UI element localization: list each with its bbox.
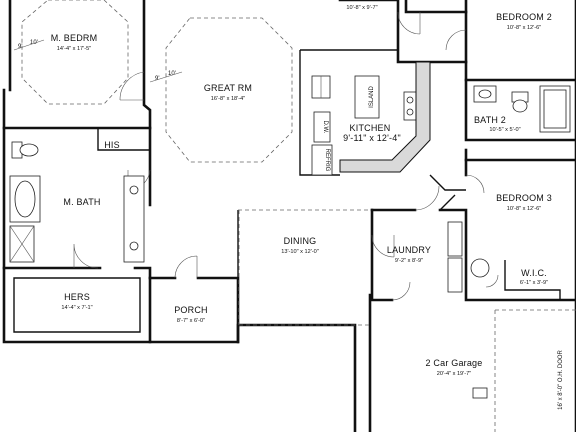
porch-label: PORCH (174, 305, 208, 315)
porch-dims: 8'-7" x 6'-0" (177, 318, 205, 324)
island-label: ISLAND (369, 86, 375, 108)
great-room-dims: 16'-8" x 18'-4" (211, 96, 245, 102)
ceiling-10-label: 10' (30, 40, 38, 46)
ceiling-9-label: 9' (18, 44, 22, 50)
refrigerator (311, 144, 333, 176)
garage-label: 2 Car Garage (426, 358, 483, 368)
laundry-label: LAUNDRY (387, 245, 431, 255)
bedroom-3-dims: 10'-8" x 12'-6" (507, 206, 541, 212)
bath-2-label: BATH 2 (474, 115, 506, 125)
bedroom-3-label: BEDROOM 3 (496, 193, 552, 203)
bedroom-2-dims: 10'-8" x 12'-6" (507, 25, 541, 31)
top-room-dims: 10'-8" x 9'-7" (346, 5, 377, 11)
wic-dims: 6'-1" x 3'-9" (520, 280, 548, 286)
bedroom-2-label: BEDROOM 2 (496, 12, 552, 22)
dining-dims: 13'-10" x 12'-0" (281, 249, 319, 255)
island (354, 75, 380, 119)
washer-icon (447, 221, 463, 257)
fixtures (9, 61, 576, 432)
garage-door-label: 16' x 8'-0" O.H. DOOR (558, 349, 564, 409)
door-swings (73, 11, 499, 301)
dining-label: DINING (284, 236, 317, 246)
hers-closet-dims: 14'-4" x 7'-1" (61, 305, 92, 311)
kitchen-label: KITCHEN (350, 123, 391, 133)
water-heater-icon (470, 258, 490, 278)
dishwasher-label: D.W. (322, 121, 328, 134)
bath-2-dims: 10'-5" x 5'-0" (489, 127, 520, 133)
laundry-dims: 9'-2" x 8'-9" (395, 258, 423, 264)
kitchen-dims: 9'-11" x 12'-4" (343, 133, 401, 143)
garage-door-annotation: 16' x 8'-0" O.H. DOOR (558, 349, 564, 409)
great-room-label: GREAT RM (204, 83, 252, 93)
his-closet-label: HIS (104, 140, 120, 150)
master-bedroom-label: M. BEDRM (51, 33, 98, 43)
room-labels: M. BEDRM 14'-4" x 17'-5" GREAT RM 16'-8"… (51, 5, 552, 377)
wic-label: W.I.C. (521, 268, 547, 278)
sink-icon (129, 185, 139, 195)
sink-icon (129, 241, 139, 251)
hers-closet-label: HERS (64, 292, 90, 302)
ceiling-10-label: 10' (168, 71, 176, 77)
garage-dims: 20'-4" x 19'-7" (437, 371, 471, 377)
refrigerator-label: REFRIG (324, 149, 330, 172)
dishwasher (313, 111, 331, 143)
master-bedroom-dims: 14'-4" x 17'-5" (57, 46, 91, 52)
vanity-icon (123, 175, 145, 263)
master-bath-label: M. BATH (63, 197, 100, 207)
fixture-labels: ISLAND D.W. REFRIG (322, 86, 375, 172)
ceiling-outlines (21, 0, 372, 326)
ceiling-annotations: 9' 10' 9' 10' (13, 39, 183, 83)
dryer-icon (447, 257, 463, 293)
ceiling-9-label: 9' (155, 76, 159, 82)
